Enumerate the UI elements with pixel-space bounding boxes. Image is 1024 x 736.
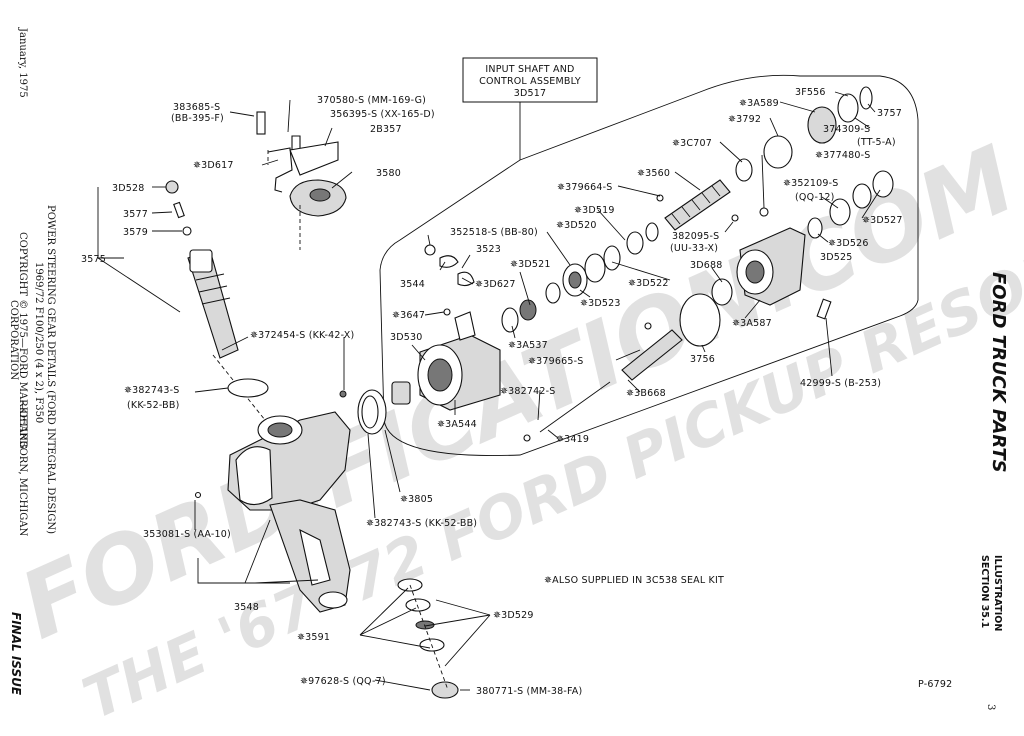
part-bb-395-f: (BB-395-F) xyxy=(171,113,224,124)
part-3d523: ✵3D523 xyxy=(580,298,621,309)
part-352518-s: 352518-S (BB-80) xyxy=(450,227,538,238)
part-379664-s: ✵379664-S xyxy=(557,182,612,193)
cover-and-bracket xyxy=(256,111,347,250)
part-3579: 3579 xyxy=(123,227,148,238)
part-3805: ✵3805 xyxy=(400,494,433,505)
final-issue-label: FINAL ISSUE xyxy=(9,612,23,696)
part-3b668: ✵3B668 xyxy=(626,388,666,399)
part-tt-5-a: (TT-5-A) xyxy=(857,137,896,148)
part-3d530: 3D530 xyxy=(390,332,423,343)
part-380771-s: 380771-S (MM-38-FA) xyxy=(476,686,582,697)
part-3757: 3757 xyxy=(877,108,902,119)
part-3548: 3548 xyxy=(234,602,259,613)
part-3792: ✵3792 xyxy=(728,114,761,125)
part-3419: ✵3419 xyxy=(556,434,589,445)
part-3d627: ✵3D627 xyxy=(475,279,516,290)
part-3d617: ✵3D617 xyxy=(193,160,234,171)
part-370580-s: 370580-S (MM-169-G) xyxy=(317,95,426,106)
part-372454-s: ✵372454-S (KK-42-X) xyxy=(250,330,354,341)
part-kk-52-bb-a: (KK-52-BB) xyxy=(127,400,180,411)
parts-artwork xyxy=(165,86,894,699)
part-382743-s-b: ✵382743-S (KK-52-BB) xyxy=(366,518,477,529)
part-382742-s: ✵382742-S xyxy=(500,386,555,397)
part-3591: ✵3591 xyxy=(297,632,330,643)
part-352109-s: ✵352109-S xyxy=(783,178,838,189)
seal-3805 xyxy=(357,389,387,435)
callout-line2: CONTROL ASSEMBLY xyxy=(479,76,581,87)
part-3523: 3523 xyxy=(476,244,501,255)
part-3a537: ✵3A537 xyxy=(508,340,548,351)
part-97628-s: ✵97628-S (QQ-7) xyxy=(300,676,386,687)
part-uu-33-x: (UU-33-X) xyxy=(670,243,718,254)
part-3a544: ✵3A544 xyxy=(437,419,477,430)
part-3577: 3577 xyxy=(123,209,148,220)
part-labels: 383685-S (BB-395-F) 370580-S (MM-169-G) … xyxy=(81,87,952,697)
gear-housing xyxy=(227,411,351,613)
part-2b357: 2B357 xyxy=(370,124,402,135)
copyright-line3: —DEARBORN, MICHIGAN xyxy=(17,400,28,537)
part-379665-s: ✵379665-S xyxy=(528,356,583,367)
rack-piston xyxy=(391,311,501,411)
part-qq-12: (QQ-12) xyxy=(795,192,835,203)
valve-housing xyxy=(679,170,894,347)
left-margin-header: January, 1975 POWER STEERING GEAR DETAIL… xyxy=(8,27,56,696)
callout-line3: 3D517 xyxy=(514,88,547,99)
model-line: 1969/72 F100/250 (4 x 2), F350 xyxy=(33,262,44,423)
brand-title: FORD TRUCK PARTS xyxy=(988,272,1009,473)
part-42999-s: 42999-S (B-253) xyxy=(800,378,881,389)
part-3575: 3575 xyxy=(81,254,106,265)
part-3756: 3756 xyxy=(690,354,715,365)
bottom-stack xyxy=(397,578,459,699)
part-3d519: ✵3D519 xyxy=(574,205,615,216)
part-3544: 3544 xyxy=(400,279,425,290)
plate-number: P-6792 xyxy=(918,679,952,690)
part-353081-s: 353081-S (AA-10) xyxy=(143,529,231,540)
section-label: SECTION 35.1 xyxy=(979,555,990,628)
part-3c707: ✵3C707 xyxy=(672,138,712,149)
callout-box xyxy=(462,57,598,103)
valve-and-rod xyxy=(523,322,683,442)
callout-group: INPUT SHAFT AND CONTROL ASSEMBLY 3D517 xyxy=(379,57,919,456)
page-title: POWER STEERING GEAR DETAILS (FORD INTEGR… xyxy=(45,205,56,534)
part-3560: ✵3560 xyxy=(637,168,670,179)
part-3580: 3580 xyxy=(376,168,401,179)
copyright-line2: CORPORATION xyxy=(8,300,19,380)
part-3d526: ✵3D526 xyxy=(828,238,869,249)
part-3d528: 3D528 xyxy=(112,183,145,194)
part-3d520: ✵3D520 xyxy=(556,220,597,231)
input-shaft-parts xyxy=(424,86,873,333)
part-3a589: ✵3A589 xyxy=(739,98,779,109)
callout-line1: INPUT SHAFT AND xyxy=(485,64,574,75)
assembly-outline xyxy=(379,74,919,456)
part-3d521: ✵3D521 xyxy=(510,259,551,270)
right-margin: FORD TRUCK PARTS ILLUSTRATION SECTION 35… xyxy=(979,272,1009,710)
page-number: 3 xyxy=(985,704,996,710)
part-3d688: 3D688 xyxy=(690,260,723,271)
leader-lines xyxy=(97,91,881,691)
part-374309-s: 374309-S xyxy=(823,124,870,135)
sector-shaft xyxy=(187,249,266,421)
part-3647: ✵3647 xyxy=(392,310,425,321)
part-3d527: ✵3D527 xyxy=(862,215,903,226)
copyright-line1: COPYRIGHT © 1975—FORD MARKETING xyxy=(17,232,28,449)
part-3f556: 3F556 xyxy=(795,87,826,98)
illustration-label: ILLUSTRATION xyxy=(992,555,1003,631)
part-3d525: 3D525 xyxy=(820,252,853,263)
part-382743-s-a: ✵382743-S xyxy=(124,385,179,396)
seal-kit-note: ✵ALSO SUPPLIED IN 3C538 SEAL KIT xyxy=(544,575,724,586)
part-356395-s: 356395-S (XX-165-D) xyxy=(330,109,435,120)
part-3d529: ✵3D529 xyxy=(493,610,534,621)
part-3d522: ✵3D522 xyxy=(628,278,669,289)
part-383685-s: 383685-S xyxy=(173,102,220,113)
part-3a587: ✵3A587 xyxy=(732,318,772,329)
part-377480-s: ✵377480-S xyxy=(815,150,870,161)
part-382095-s: 382095-S xyxy=(672,231,719,242)
date-text: January, 1975 xyxy=(17,27,28,98)
